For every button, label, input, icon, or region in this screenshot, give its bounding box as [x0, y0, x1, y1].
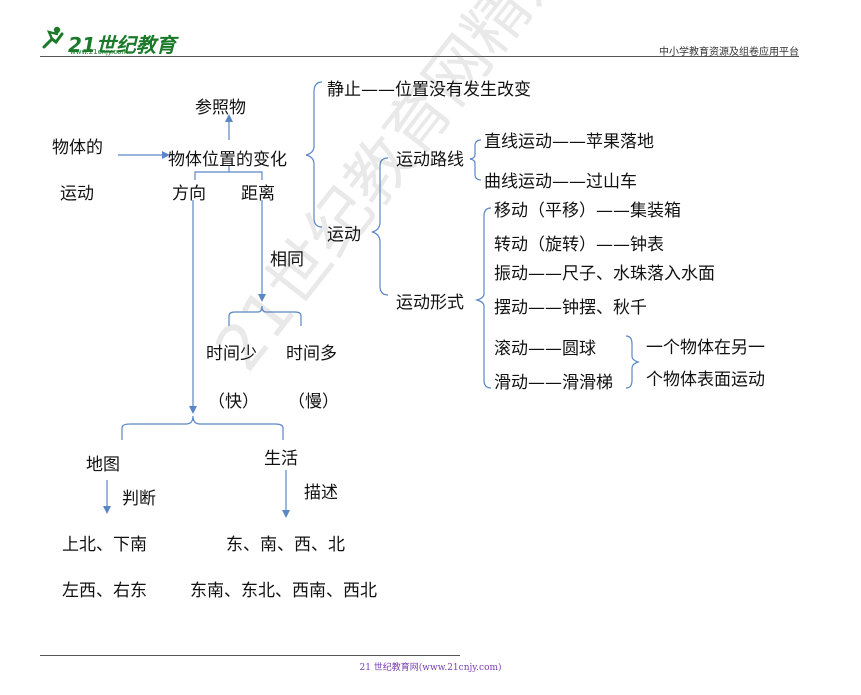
header-divider: [40, 56, 799, 57]
object-motion-label-2: 运动: [60, 184, 94, 204]
map-directions-1: 上北、下南: [62, 535, 147, 555]
time-more-label: 时间多: [286, 344, 337, 364]
logo-text: 21世纪教育: [68, 33, 176, 57]
header-platform-text: 中小学教育资源及组卷应用平台: [659, 47, 799, 58]
curve-motion-label: 曲线运动——过山车: [484, 172, 637, 192]
reference-label: 参照物: [195, 98, 246, 118]
translate-label: 移动（平移）——集装箱: [494, 201, 681, 221]
motion-form-label: 运动形式: [396, 293, 464, 313]
life-label: 生活: [264, 449, 298, 469]
footer-text: 21 世纪教育网(www.21cnjy.com): [359, 663, 502, 673]
life-directions-1: 东、南、西、北: [226, 535, 345, 555]
rotate-label: 转动（旋转）——钟表: [494, 235, 664, 255]
judge-label: 判断: [122, 489, 156, 509]
map-directions-2: 左西、右东: [62, 581, 147, 601]
life-directions-2: 东南、东北、西南、西北: [190, 581, 377, 601]
site-logo-icon: [40, 25, 68, 55]
object-motion-label-1: 物体的: [52, 138, 103, 158]
slide-label: 滑动——滑滑梯: [494, 373, 613, 393]
vibrate-label: 振动——尺子、水珠落入水面: [494, 264, 715, 284]
time-less-label: 时间少: [206, 344, 257, 364]
motion-label: 运动: [327, 225, 361, 245]
footer-divider: [40, 655, 460, 656]
describe-label: 描述: [304, 483, 338, 503]
same-label: 相同: [270, 250, 304, 270]
direction-label: 方向: [172, 184, 206, 204]
straight-motion-label: 直线运动——苹果落地: [484, 132, 654, 152]
surface-motion-label-2: 个物体表面运动: [646, 370, 765, 390]
fast-label: （快）: [208, 392, 259, 412]
still-label: 静止——位置没有发生改变: [327, 80, 531, 100]
logo-subtext: www.21cnjy.com: [70, 48, 129, 56]
slow-label: （慢）: [288, 392, 339, 412]
position-change-label: 物体位置的变化: [168, 150, 287, 170]
swing-label: 摆动——钟摆、秋千: [494, 298, 647, 318]
distance-label: 距离: [241, 184, 275, 204]
motion-path-label: 运动路线: [396, 150, 464, 170]
map-label: 地图: [86, 455, 120, 475]
surface-motion-label-1: 一个物体在另一: [646, 338, 765, 358]
roll-label: 滚动——圆球: [494, 339, 596, 359]
